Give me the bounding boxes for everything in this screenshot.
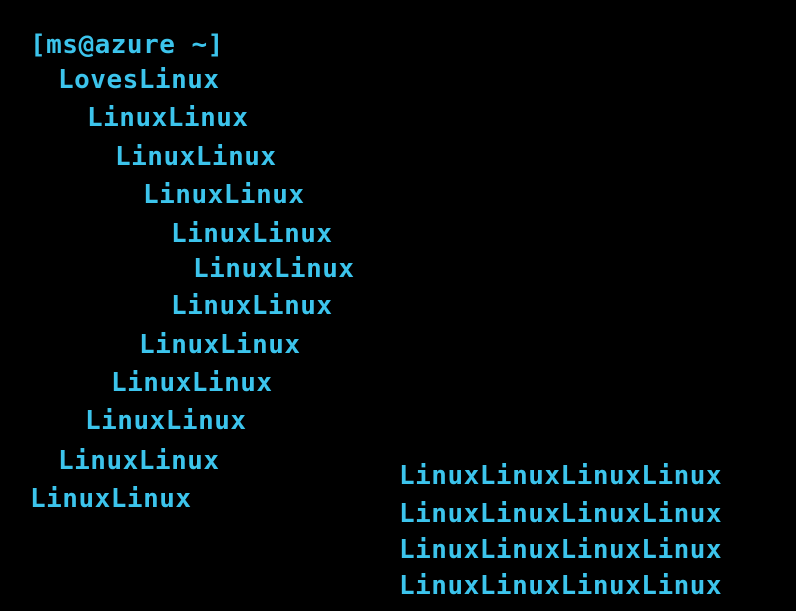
output-line: LinuxLinux	[115, 142, 277, 172]
output-line: LinuxLinux	[58, 446, 220, 476]
output-line: LinuxLinux	[143, 180, 305, 210]
output-line: LinuxLinux	[139, 330, 301, 360]
output-line: LinuxLinuxLinuxLinux	[399, 571, 723, 601]
output-line: LinuxLinux	[85, 406, 247, 436]
shell-prompt: [ms@azure ~]	[30, 30, 224, 60]
output-line: LinuxLinuxLinuxLinux	[399, 461, 723, 491]
output-line: LinuxLinux	[30, 484, 192, 514]
output-line: LinuxLinuxLinuxLinux	[399, 499, 723, 529]
output-line: LinuxLinux	[193, 254, 355, 284]
output-line: LinuxLinux	[87, 103, 249, 133]
output-line: LinuxLinux	[171, 291, 333, 321]
output-line: LinuxLinux	[171, 219, 333, 249]
output-line: LinuxLinux	[111, 368, 273, 398]
output-line: LovesLinux	[58, 65, 220, 95]
output-line: LinuxLinuxLinuxLinux	[399, 535, 723, 565]
